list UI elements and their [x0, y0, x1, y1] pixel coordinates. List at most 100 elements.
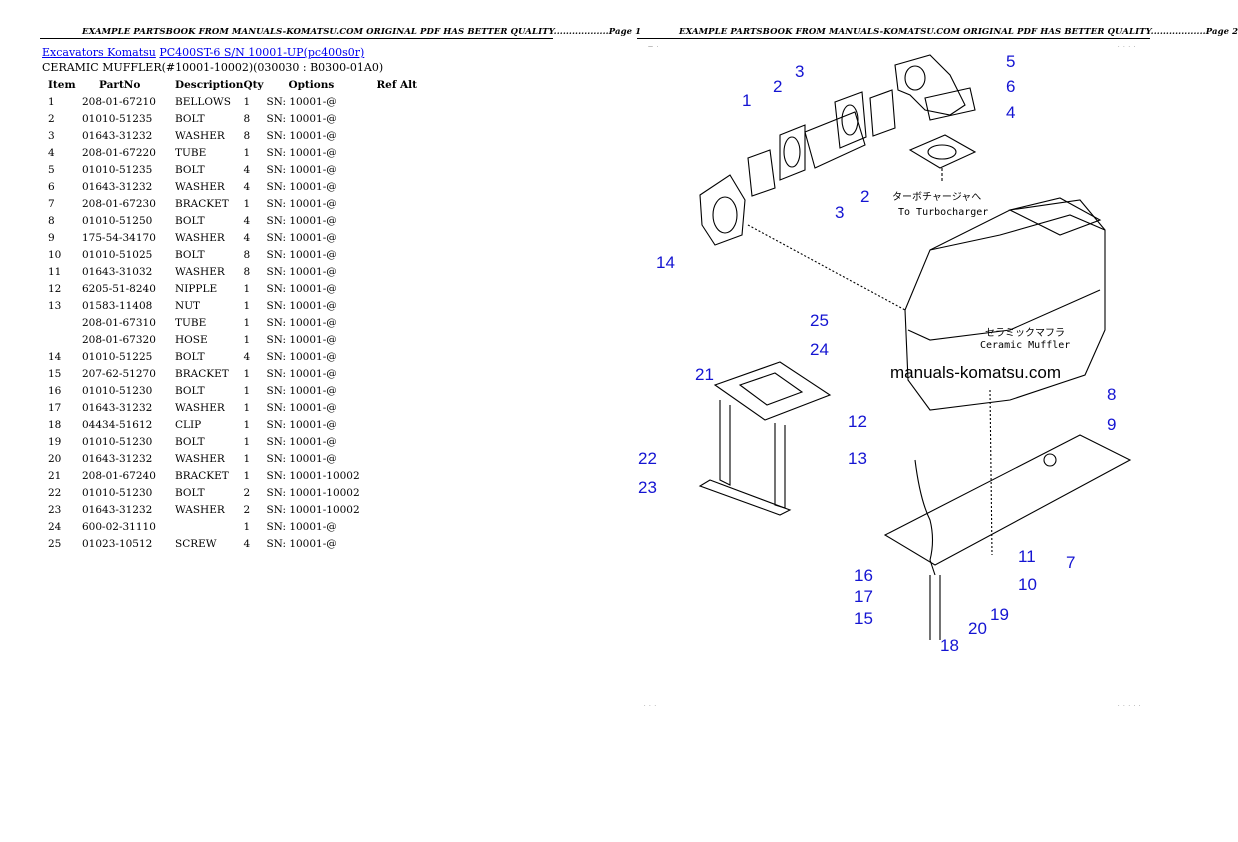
cell-partno: 01643-31232 [82, 401, 153, 414]
cell-partno: 01643-31232 [82, 180, 153, 193]
parts-table: Item PartNo Description Qty Options Ref … [42, 77, 426, 552]
cell-qty: 4 [243, 231, 251, 244]
callout-21: 21 [695, 365, 714, 384]
cell-refalt [376, 484, 426, 501]
cell-refalt [376, 161, 426, 178]
cell-refalt [376, 535, 426, 552]
cell-description: BOLT [175, 248, 205, 261]
cell-description: BRACKET [175, 469, 229, 482]
cell-partno: 04434-51612 [82, 418, 153, 431]
cell-options: SN: 10001-@ [266, 248, 337, 261]
callout-14: 14 [656, 253, 675, 272]
cell-item: 11 [48, 265, 62, 278]
cell-options: SN: 10001-@ [266, 112, 337, 125]
cell-description: BOLT [175, 214, 205, 227]
callout-6: 6 [1006, 77, 1015, 96]
cell-qty: 8 [243, 129, 251, 142]
cell-partno: 01010-51235 [82, 163, 153, 176]
muffler-body [904, 199, 1106, 411]
cell-qty: 4 [243, 214, 251, 227]
callout-2-bottom: 2 [860, 187, 869, 206]
cell-qty: 1 [243, 197, 251, 210]
gasket-left [747, 149, 776, 197]
cell-partno: 01010-51230 [82, 486, 153, 499]
cell-options: SN: 10001-@ [266, 180, 337, 193]
cell-refalt [376, 518, 426, 535]
diagram-text: ターボチャージャへ To Turbocharger セラミックマフラ Ceram… [890, 191, 1070, 382]
cell-qty: 8 [243, 112, 251, 125]
callout-9: 9 [1107, 415, 1116, 434]
cell-refalt [376, 110, 426, 127]
breadcrumb-link-model[interactable]: PC400ST-6 S/N 10001-UP(pc400s0r) [159, 46, 365, 59]
callout-20: 20 [968, 619, 987, 638]
callout-7: 7 [1066, 553, 1075, 572]
cell-item: 18 [48, 418, 62, 431]
cell-options: SN: 10001-@ [266, 197, 337, 210]
cell-description: BOLT [175, 112, 205, 125]
cell-partno: 208-01-67320 [82, 333, 156, 346]
cell-options: SN: 10001-@ [266, 384, 337, 397]
cell-item: 9 [48, 231, 55, 244]
cell-options: SN: 10001-@ [266, 418, 337, 431]
cell-item: 21 [48, 469, 62, 482]
label-turbo-jp: ターボチャージャへ [892, 191, 981, 203]
cell-item: 17 [48, 401, 62, 414]
page2-header: EXAMPLE PARTSBOOK FROM MANUALS-KOMATSU.C… [679, 27, 1238, 37]
cell-refalt [376, 467, 426, 484]
cell-qty: 1 [243, 452, 251, 465]
scan-mark-top-left: — · [648, 44, 660, 50]
cell-refalt [376, 178, 426, 195]
label-muffler-jp: セラミックマフラ [985, 327, 1065, 339]
cell-qty: 1 [243, 401, 251, 414]
cell-partno: 208-01-67220 [82, 146, 156, 159]
cell-description: WASHER [175, 452, 225, 465]
clip-18 [929, 575, 941, 640]
bellows-body [804, 111, 866, 169]
bellows-flange-right [834, 91, 867, 149]
cell-item: 13 [48, 299, 62, 312]
callout-3-bottom: 3 [835, 203, 844, 222]
cell-options: SN: 10001-@ [266, 537, 337, 550]
cell-options: SN: 10001-@ [266, 435, 337, 448]
cell-description: BRACKET [175, 197, 229, 210]
cell-partno: 01643-31032 [82, 265, 153, 278]
cell-refalt [376, 144, 426, 161]
tube-elbow-port [904, 65, 926, 91]
tube-elbow [894, 54, 966, 116]
cell-options: SN: 10001-10002 [266, 469, 360, 482]
scan-mark-top-right: · · · · [1118, 44, 1137, 50]
callout-24: 24 [810, 340, 829, 359]
cell-item: 1 [48, 95, 55, 108]
cell-qty: 1 [243, 418, 251, 431]
cell-qty: 4 [243, 163, 251, 176]
breadcrumb-link-excavators[interactable]: Excavators Komatsu [42, 46, 156, 59]
cell-qty: 1 [243, 520, 251, 533]
cell-description: WASHER [175, 129, 225, 142]
bracket-7-plate [883, 434, 1132, 566]
cell-partno: 6205-51-8240 [82, 282, 156, 295]
cell-qty: 1 [243, 435, 251, 448]
cell-refalt [376, 382, 426, 399]
cell-description: CLIP [175, 418, 202, 431]
bellows-opening [783, 136, 801, 168]
section-title: CERAMIC MUFFLER(#10001-10002)(030030 : B… [42, 61, 384, 74]
cell-item: 25 [48, 537, 62, 550]
page2-header-rule [637, 38, 1150, 39]
cell-item [42, 314, 82, 331]
callout-3-top: 3 [795, 62, 804, 81]
cell-description: WASHER [175, 265, 225, 278]
header-partno: PartNo [99, 79, 141, 91]
cell-refalt [376, 416, 426, 433]
callouts: 1 2 3 2 3 4 5 6 7 8 9 10 11 12 13 14 15 … [638, 52, 1116, 655]
